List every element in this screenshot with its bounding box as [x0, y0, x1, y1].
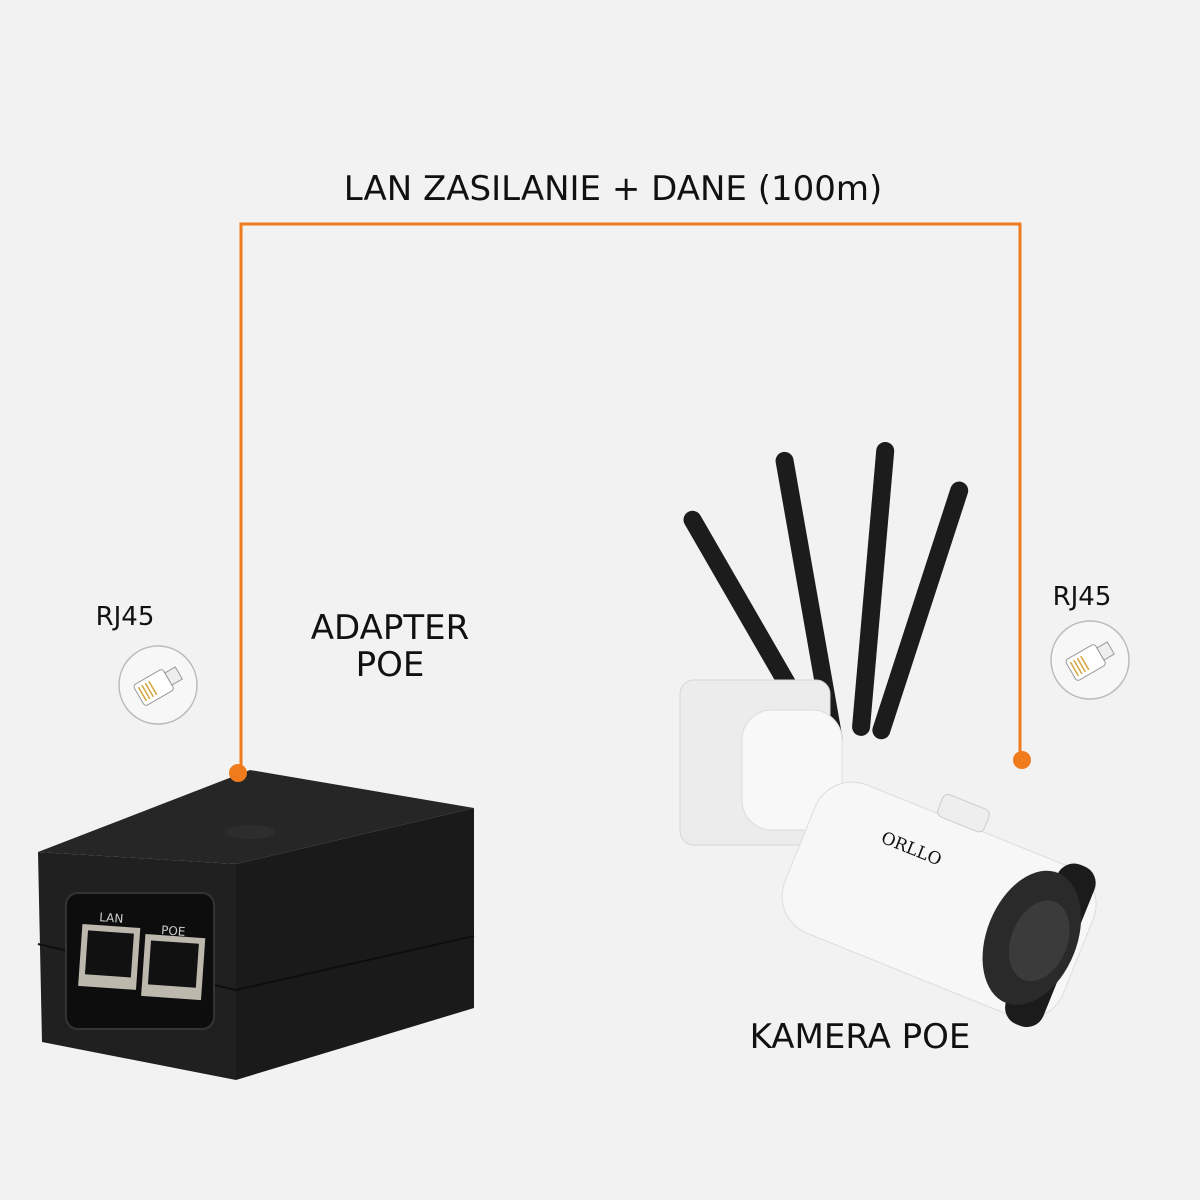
adapter-label-line1: ADAPTER	[311, 608, 469, 648]
diagram-title: LAN ZASILANIE + DANE (100m)	[344, 169, 883, 209]
adapter-label-line2: POE	[356, 645, 425, 685]
cable-endpoint-camera	[1013, 751, 1031, 769]
rj45-plug-icon	[118, 645, 198, 725]
rj45-left-label: RJ45	[96, 602, 155, 632]
port-label-poe: POE	[161, 923, 186, 939]
poe-adapter: LAN POE	[37, 770, 475, 1080]
poe-port	[141, 934, 206, 1001]
lan-port	[78, 923, 141, 990]
port-label-lan: LAN	[99, 910, 124, 926]
poe-camera: ORLLO	[679, 441, 1097, 1028]
rj45-right-label: RJ45	[1053, 582, 1112, 612]
cable-endpoint-adapter	[229, 764, 247, 782]
cable-line	[239, 222, 1022, 773]
rj45-plug-icon	[1050, 620, 1130, 700]
camera-label: KAMERA POE	[750, 1017, 971, 1057]
